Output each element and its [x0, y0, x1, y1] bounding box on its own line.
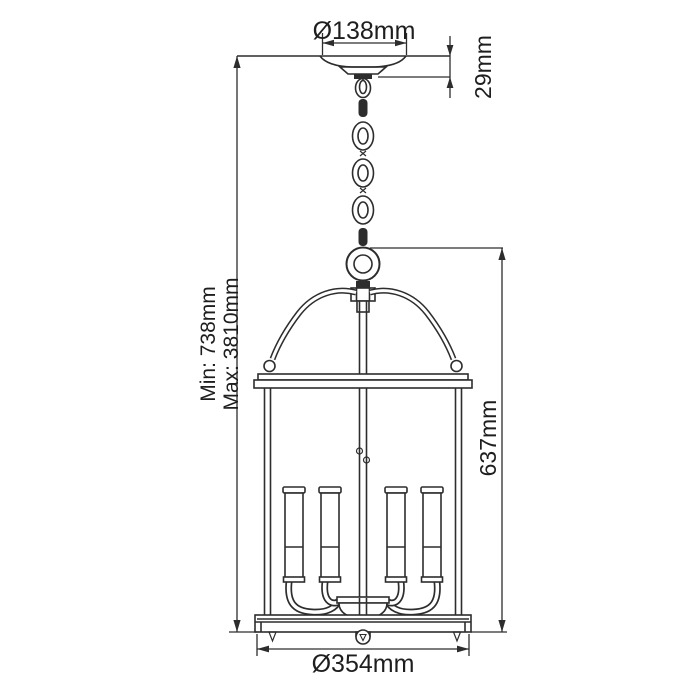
arm-foot-left [263, 359, 276, 373]
label-canopy-diameter: Ø138mm [313, 17, 416, 45]
chain-junction [359, 187, 367, 194]
scroll-arm-left [263, 287, 357, 373]
label-body-diameter: Ø354mm [312, 650, 415, 678]
chain-link-oval [351, 158, 375, 188]
dimension-annotations [229, 33, 507, 656]
lantern-top-rim [253, 373, 473, 389]
plate-knob-left [268, 631, 277, 643]
lantern-frame [263, 388, 463, 615]
dim-canopy-drop [378, 36, 454, 98]
candle-4 [420, 486, 444, 583]
chain-link-oval [351, 121, 375, 151]
label-max-drop: Max: 3810mm [220, 277, 243, 410]
chain-link-edge [358, 228, 368, 246]
dim-overall-drop [229, 56, 257, 633]
canopy-hook [354, 77, 372, 99]
suspension-chain [351, 99, 375, 246]
center-rod [355, 301, 371, 598]
candle-1 [282, 486, 306, 583]
chain-link-edge [358, 99, 368, 117]
label-canopy-drop: 29mm [470, 35, 496, 99]
plate-knob-right [452, 631, 462, 643]
scroll-arm-right [369, 287, 463, 373]
candle-3 [384, 486, 408, 583]
center-finial [355, 629, 371, 645]
chain-link-oval [351, 195, 375, 225]
dim-body-height [370, 247, 507, 633]
bottom-plate [254, 614, 472, 645]
suspension-ring [345, 246, 381, 288]
ceiling-canopy [319, 55, 407, 79]
candle-sleeves [282, 486, 444, 583]
lantern-drawing [237, 55, 473, 645]
label-min-drop: Min: 738mm [197, 286, 220, 402]
dim-canopy-diameter [321, 33, 408, 55]
arm-foot-right [450, 359, 463, 373]
candle-2 [318, 486, 342, 583]
chain-junction [359, 150, 367, 157]
rod-coupler [362, 456, 371, 464]
ring-collar [356, 281, 370, 288]
rod-coupler [355, 447, 364, 455]
dim-body-diameter [256, 634, 470, 656]
label-body-height: 637mm [475, 400, 501, 477]
